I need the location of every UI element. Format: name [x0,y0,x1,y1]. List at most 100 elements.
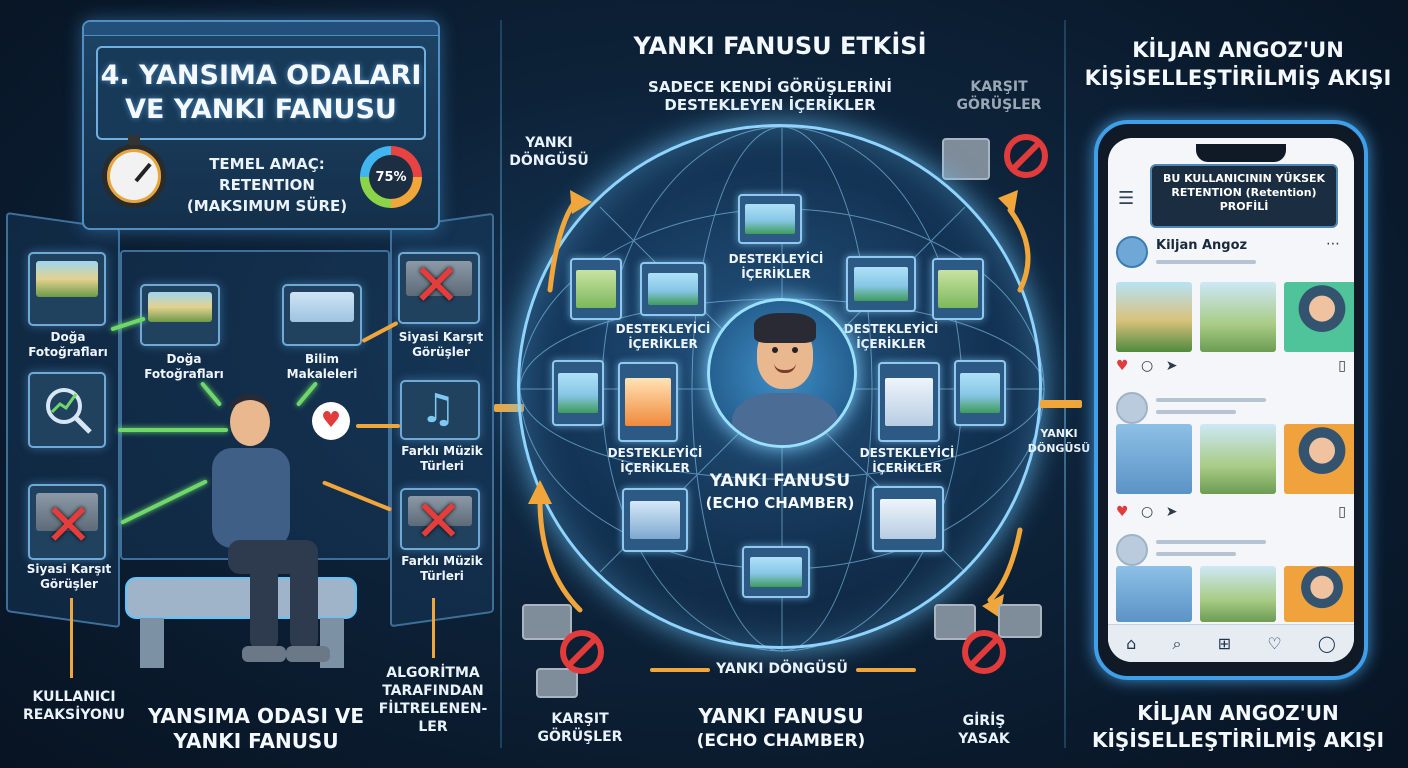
heart-icon[interactable]: ♥ [1116,504,1129,520]
send-icon[interactable]: ➤ [1165,504,1178,520]
chamber-line2: (ECHO CHAMBER) [705,494,855,512]
music-note-icon: ♫ [420,386,456,432]
card-music-bottom [400,488,480,550]
more-icon[interactable]: ⋯ [1326,236,1340,252]
sphere-card-ml-2 [618,362,678,442]
left-title-line1: 4. YANSIMA ODALARI [100,60,422,91]
sphere-card-ml-1 [552,360,604,426]
supporting-label-1: DESTEKLEYİCİ İÇERİKLER [728,252,824,281]
sphere-card-top [738,194,802,244]
heart-icon[interactable]: ♥ [1116,358,1129,374]
card-nature-left [28,252,106,326]
post-meta-line [1156,410,1236,414]
menu-icon[interactable]: ☰ [1118,188,1135,209]
chart-magnifier-icon [46,388,92,434]
supporting-label-2: DESTEKLEYİCİ İÇERİKLER [615,322,711,351]
sphere-card-tl-2 [640,262,706,316]
arrow-green-2 [118,428,228,432]
opposing-card-bottom-1 [522,604,572,640]
thumb-portrait-2[interactable] [1284,424,1354,494]
label-science: Bilim Makaleleri [286,352,358,381]
right-bottom-title-line1: KİLJAN ANGOZ'UN [1137,701,1339,725]
thumb-cat[interactable] [1200,282,1276,352]
right-title-line2: KİŞİSELLEŞTİRİLMİŞ AKIŞI [1084,66,1392,90]
center-bottom-title: YANKI FANUSU (ECHO CHAMBER) [668,704,894,754]
gauge-value: 75% [369,155,413,199]
algo-filtered-label: ALGORİTMA TARAFINDAN FİLTRELENEN-LER [378,665,488,735]
card-science [282,284,362,346]
right-bottom-title-line2: KİŞİSELLEŞTİRİLMİŞ AKIŞI [1091,728,1385,752]
loop-bottom-arrow-left [650,668,710,672]
thumb-chart-3[interactable] [1116,566,1192,622]
opposing-top-label: KARŞIT GÖRÜŞLER [956,79,1042,113]
ban-icon-bottom-right [962,630,1006,674]
card-music-top: ♫ [400,380,480,440]
gauge-icon: 75% [360,146,422,208]
post-actions-1: ♥ ○ ➤ ▯ [1116,358,1346,374]
loop-arrows [528,190,1031,618]
left-title-line2: VE YANKI FANUSU [125,94,397,125]
user-reaction-label: KULLANICI REAKSİYONU [23,689,125,723]
entry-banned-label: GİRİŞ YASAK [958,713,1010,747]
comment-icon[interactable]: ○ [1141,504,1154,520]
post-meta-line [1156,552,1236,556]
heart-icon: ♥ [312,402,350,440]
thumb-portrait-3[interactable] [1284,566,1354,622]
post-meta-line [1156,540,1266,544]
goal-line1: TEMEL AMAÇ: [209,155,325,173]
ban-icon-top [1004,134,1048,178]
thumb-portrait[interactable] [1284,282,1354,352]
card-chart-left [28,372,106,448]
post-actions-2: ♥ ○ ➤ ▯ [1116,504,1346,520]
goal-line2: RETENTION [219,176,315,194]
center-subtitle-line1: SADECE KENDİ GÖRÜŞLERİNİ [648,78,892,96]
home-icon[interactable]: ⌂ [1126,634,1137,653]
arrow-up-right [432,598,435,658]
arrow-orange-2 [356,424,400,428]
sphere-card-tr-2 [932,258,984,320]
tooltip-line1: BU KULLANICININ YÜKSEK [1162,172,1326,185]
post-meta-line [1156,398,1266,402]
arrow-to-phone [1040,400,1082,408]
bookmark-icon[interactable]: ▯ [1338,358,1346,374]
heart-nav-icon[interactable]: ♡ [1267,634,1282,653]
avatar[interactable] [1116,392,1148,424]
thumb-cat-3[interactable] [1200,566,1276,622]
left-title: 4. YANSIMA ODALARI VE YANKI FANUSU [96,46,426,140]
right-title-line1: KİLJAN ANGOZ'UN [1132,38,1344,62]
send-icon[interactable]: ➤ [1165,358,1178,374]
supporting-label-5: DESTEKLEYİCİ İÇERİKLER [859,446,955,475]
ban-icon-bottom-left [560,630,604,674]
center-bottom-title-line2: (ECHO CHAMBER) [696,731,866,751]
avatar[interactable] [1116,236,1148,268]
user-avatar-center [707,298,857,448]
tooltip-line3: PROFİLİ [1219,200,1269,213]
post-meta-line [1156,260,1256,264]
thumb-cat-2[interactable] [1200,424,1276,494]
profile-nav-icon[interactable]: ◯ [1317,634,1336,653]
bookmark-icon[interactable]: ▯ [1338,504,1346,520]
opposing-card-bottom-2 [536,668,578,698]
loop-right-label: YANKI DÖNGÜSÜ [1027,427,1091,455]
thumb-chart[interactable] [1116,424,1192,494]
sphere-card-br [872,486,944,552]
avatar[interactable] [1116,534,1148,566]
label-nature-mid: Doğa Fotoğrafları [144,352,224,381]
thumb-deer[interactable] [1116,282,1192,352]
search-nav-icon[interactable]: ⌕ [1172,633,1182,653]
label-music-top: Farklı Müzik Türleri [401,444,483,473]
supporting-label-3: DESTEKLEYİCİ İÇERİKLER [843,322,939,351]
opposing-bottom-label: KARŞIT GÖRÜŞLER [537,711,623,745]
seated-user-figure [125,394,357,668]
goal-text: TEMEL AMAÇ: RETENTION (MAKSIMUM SÜRE) [182,154,352,217]
label-music-bottom: Farklı Müzik Türleri [401,554,483,583]
profile-name[interactable]: Kiljan Angoz [1156,238,1248,253]
add-icon[interactable]: ⊞ [1217,634,1232,653]
post-header-2 [1116,392,1346,432]
left-title-box: 4. YANSIMA ODALARI VE YANKI FANUSU TEMEL… [82,20,440,230]
stopwatch-icon [102,135,166,208]
comment-icon[interactable]: ○ [1141,358,1154,374]
sphere-card-mr-2 [954,360,1006,426]
left-bottom-title: YANSIMA ODASI VE YANKI FANUSU [136,704,376,754]
sphere-card-tl-1 [570,258,622,320]
